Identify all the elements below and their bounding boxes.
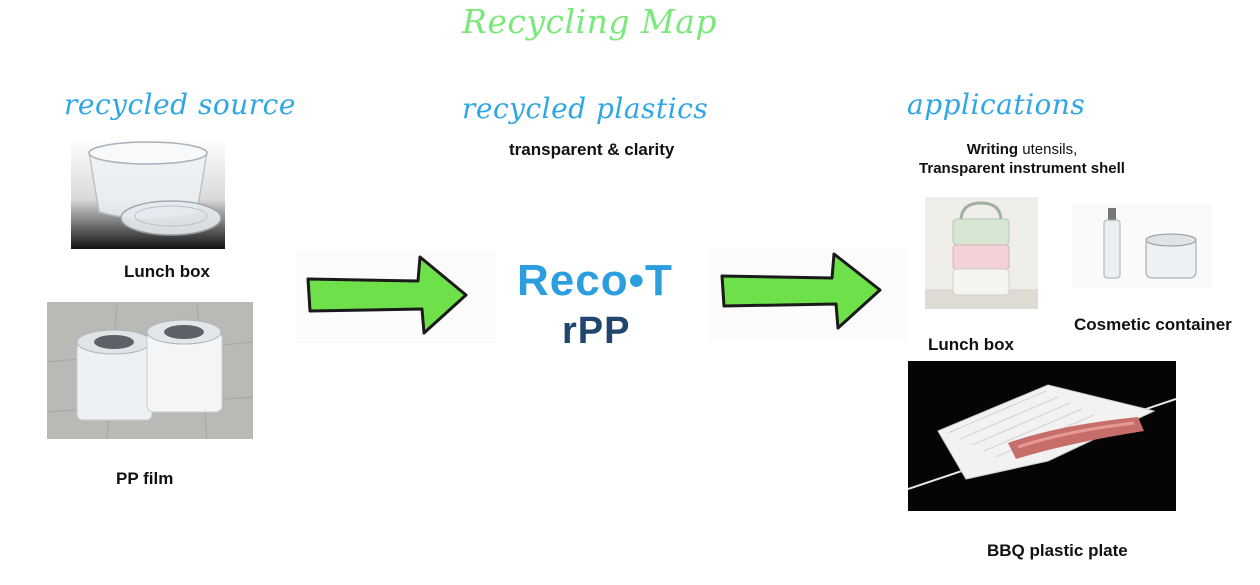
- page-title: Recycling Map: [462, 2, 718, 41]
- flow-arrow-1: [296, 251, 496, 343]
- applications-heading: applications: [907, 88, 1086, 121]
- source-heading: recycled source: [64, 88, 296, 121]
- app-lunch-box-label: Lunch box: [928, 335, 1014, 354]
- applications-subheading-rest: utensils,: [1018, 141, 1078, 158]
- stacked-lunch-box-photo: [925, 197, 1038, 309]
- brand-name: Reco•T: [517, 256, 673, 305]
- brand-material: rPP: [562, 310, 631, 352]
- applications-subheading-bold: Writing: [966, 141, 1019, 158]
- cosmetic-container-photo: [1072, 204, 1212, 288]
- pp-film-photo: [47, 302, 253, 439]
- flow-arrow-2: [708, 248, 908, 340]
- plastics-subheading: transparent & clarity: [509, 140, 675, 159]
- source-pp-film-label: PP film: [116, 469, 174, 488]
- applications-subheading: Writing utensils, Transparent instrument…: [907, 140, 1137, 178]
- app-bbq-plate-label: BBQ plastic plate: [987, 541, 1128, 560]
- lunch-box-photo: [71, 138, 225, 249]
- source-lunch-box-label: Lunch box: [124, 262, 210, 281]
- bbq-plate-photo: [908, 361, 1176, 511]
- applications-subheading-line2: Transparent instrument shell: [919, 160, 1125, 177]
- app-cosmetic-container-label: Cosmetic container: [1074, 315, 1232, 334]
- plastics-heading: recycled plastics: [462, 92, 709, 125]
